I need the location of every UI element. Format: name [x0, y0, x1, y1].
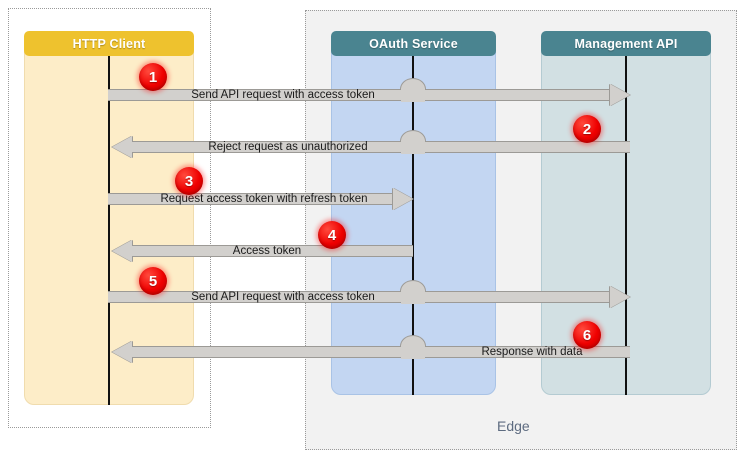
lifeline-stem-http-client: [108, 56, 110, 405]
message-2-label: Reject request as unauthorized: [208, 141, 368, 153]
message-5-arrowhead: [610, 286, 630, 308]
step-badge-2[interactable]: 2: [573, 115, 601, 143]
message-6-shaft: [132, 346, 630, 358]
message-3-arrowhead: [393, 188, 413, 210]
message-6-arrowhead: [112, 341, 132, 363]
message-5-label: Send API request with access token: [191, 291, 375, 303]
message-1-shaft: [108, 89, 610, 101]
participant-header-http-client[interactable]: HTTP Client: [24, 31, 194, 56]
step-badge-4[interactable]: 4: [318, 221, 346, 249]
message-1-label: Send API request with access token: [191, 89, 375, 101]
message-2[interactable]: Reject request as unauthorized: [112, 130, 630, 158]
participant-header-oauth-service[interactable]: OAuth Service: [331, 31, 496, 56]
step-badge-5[interactable]: 5: [139, 267, 167, 295]
message-6[interactable]: Response with data: [112, 335, 630, 363]
message-3-label: Request access token with refresh token: [160, 193, 368, 205]
message-6-label: Response with data: [481, 346, 583, 358]
participant-header-management-api[interactable]: Management API: [541, 31, 711, 56]
message-1[interactable]: Send API request with access token: [108, 78, 630, 106]
message-2-shaft: [132, 141, 630, 153]
step-badge-3[interactable]: 3: [175, 167, 203, 195]
message-5[interactable]: Send API request with access token: [108, 280, 630, 308]
message-5-line-hop-fill: [401, 290, 425, 304]
message-3[interactable]: Request access token with refresh token: [108, 188, 413, 210]
message-3-shaft: [108, 193, 393, 205]
step-badge-1[interactable]: 1: [139, 63, 167, 91]
lifeline-stem-oauth-service: [412, 56, 414, 395]
message-6-line-hop-fill: [401, 345, 425, 359]
message-2-arrowhead: [112, 136, 132, 158]
message-4-shaft: [132, 245, 413, 257]
group-edge-label: Edge: [497, 418, 530, 434]
message-1-line-hop-fill: [401, 88, 425, 102]
message-4-label: Access token: [232, 245, 302, 257]
message-2-line-hop-fill: [401, 140, 425, 154]
message-5-shaft: [108, 291, 610, 303]
lifeline-stem-management-api: [625, 56, 627, 395]
message-4[interactable]: Access token: [112, 240, 413, 262]
message-4-arrowhead: [112, 240, 132, 262]
step-badge-6[interactable]: 6: [573, 321, 601, 349]
message-1-arrowhead: [610, 84, 630, 106]
